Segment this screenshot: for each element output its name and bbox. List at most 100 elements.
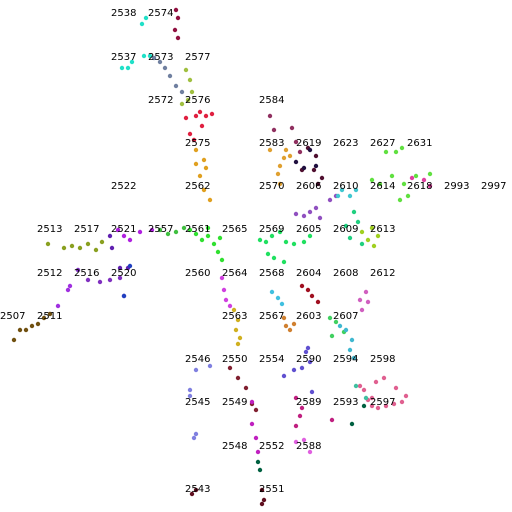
data-dot [199, 237, 205, 243]
data-dot [233, 327, 239, 333]
dot-cluster [359, 225, 381, 249]
data-dot [313, 153, 319, 159]
data-dot [359, 229, 365, 235]
data-dot [189, 89, 195, 95]
data-dot [347, 347, 353, 353]
data-dot [85, 277, 91, 283]
node-label: 2993 [444, 181, 469, 192]
node-label: 2516 [74, 268, 99, 279]
node-label: 2570 [259, 181, 284, 192]
data-dot [219, 257, 225, 263]
data-dot [249, 399, 255, 405]
data-dot [293, 211, 299, 217]
data-dot [361, 387, 367, 393]
data-dot [381, 375, 387, 381]
node-label: 2607 [333, 311, 358, 322]
data-dot [305, 345, 311, 351]
node-label: 2609 [333, 224, 358, 235]
data-dot [283, 147, 289, 153]
data-dot [127, 263, 133, 269]
data-dot [77, 245, 83, 251]
node-label: 2543 [185, 484, 210, 495]
node-label: 2517 [74, 224, 99, 235]
data-dot [281, 373, 287, 379]
dot-cluster [343, 209, 365, 247]
data-dot [189, 491, 195, 497]
node-label: 2606 [296, 181, 321, 192]
node-label: 2572 [148, 95, 173, 106]
data-dot [357, 383, 363, 389]
data-dot [343, 223, 349, 229]
data-dot [293, 423, 299, 429]
data-dot [389, 173, 395, 179]
data-dot [355, 219, 361, 225]
data-dot [409, 175, 415, 181]
data-dot [267, 147, 273, 153]
data-dot [369, 403, 375, 409]
node-label: 2562 [185, 181, 210, 192]
data-dot [203, 165, 209, 171]
data-dot [219, 275, 225, 281]
dot-cluster [219, 275, 233, 309]
data-dot [137, 229, 143, 235]
data-dot [29, 323, 35, 329]
node-label: 2550 [222, 354, 247, 365]
data-dot [121, 233, 127, 239]
data-dot [339, 187, 345, 193]
data-dot [287, 327, 293, 333]
dot-cluster [337, 323, 357, 361]
dot-cluster [249, 399, 261, 455]
data-dot [353, 383, 359, 389]
data-dot [347, 235, 353, 241]
data-dot [277, 229, 283, 235]
data-dot [107, 277, 113, 283]
data-dot [349, 421, 355, 427]
data-dot [65, 287, 71, 293]
data-dot [343, 327, 349, 333]
node-label: 2997 [481, 181, 506, 192]
dot-cluster [75, 267, 123, 285]
data-dot [307, 233, 313, 239]
cluster-dots [11, 7, 433, 507]
dot-cluster [409, 175, 433, 189]
data-dot [197, 109, 203, 115]
data-dot [361, 403, 367, 409]
dot-cluster [281, 315, 297, 333]
node-label: 2610 [333, 181, 358, 192]
data-dot [301, 165, 307, 171]
data-dot [235, 375, 241, 381]
data-dot [283, 323, 289, 329]
data-dot [369, 225, 375, 231]
data-dot [257, 237, 263, 243]
data-dot [293, 139, 299, 145]
data-dot [173, 229, 179, 235]
data-dot [183, 115, 189, 121]
data-dot [207, 363, 213, 369]
data-dot [255, 449, 261, 455]
data-dot [347, 193, 353, 199]
data-dot [125, 65, 131, 71]
node-label: 2548 [222, 441, 247, 452]
dot-cluster [353, 383, 369, 401]
node-label: 2627 [370, 138, 395, 149]
data-dot [307, 359, 313, 365]
node-label: 2593 [333, 397, 358, 408]
data-dot [303, 349, 309, 355]
data-dot [351, 209, 357, 215]
dot-cluster [107, 233, 131, 299]
data-dot [281, 315, 287, 321]
data-dot [147, 53, 153, 59]
data-dot [301, 239, 307, 245]
data-dot [117, 275, 123, 281]
data-dot [391, 401, 397, 407]
dot-cluster [255, 403, 367, 473]
node-label: 2567 [259, 311, 284, 322]
data-dot [311, 167, 317, 173]
data-dot [61, 245, 67, 251]
node-label: 2563 [222, 311, 247, 322]
data-dot [187, 387, 193, 393]
data-dot [41, 315, 47, 321]
data-dot [313, 205, 319, 211]
dot-cluster [293, 147, 319, 171]
